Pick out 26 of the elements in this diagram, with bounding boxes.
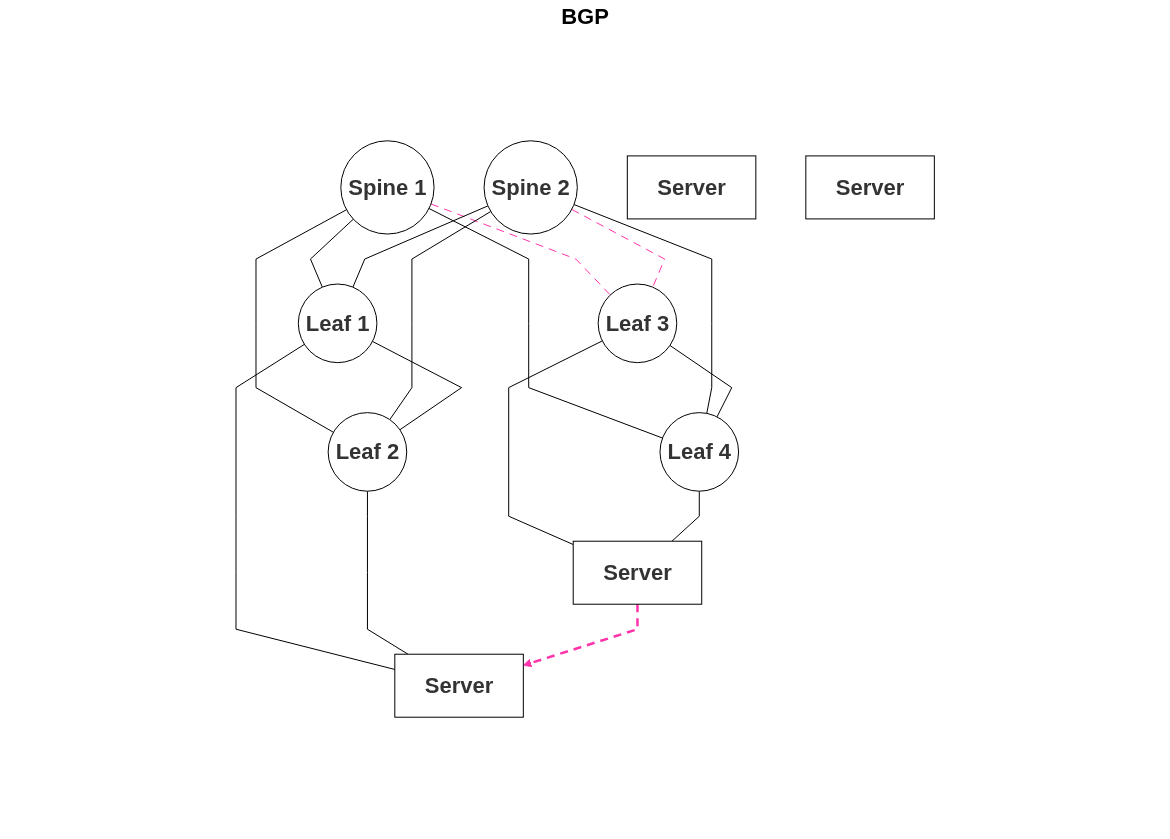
network-label: BGP <box>561 4 609 29</box>
connector <box>371 340 462 431</box>
connector <box>428 208 663 439</box>
node-circle: Leaf 4 <box>659 412 739 492</box>
node-circle: Leaf 3 <box>597 283 678 364</box>
connector <box>352 205 489 288</box>
connector <box>573 204 713 414</box>
connector <box>309 218 354 288</box>
connector <box>571 208 665 288</box>
node-box: Server <box>626 155 757 220</box>
node-circle: Spine 1 <box>340 140 435 235</box>
node-circle: Spine 2 <box>483 140 578 235</box>
node-circle: Leaf 2 <box>327 412 408 492</box>
connector <box>366 490 409 655</box>
connector <box>235 343 396 670</box>
connector <box>508 340 603 545</box>
connector <box>669 344 733 418</box>
connector <box>255 209 347 433</box>
connector <box>671 490 700 542</box>
connector <box>430 203 611 296</box>
node-circle: Leaf 1 <box>297 283 378 364</box>
node-box: Server <box>394 653 524 718</box>
connector <box>389 211 492 421</box>
arrow <box>522 604 639 668</box>
node-box: Server <box>572 540 703 605</box>
node-box: Server <box>805 155 935 220</box>
